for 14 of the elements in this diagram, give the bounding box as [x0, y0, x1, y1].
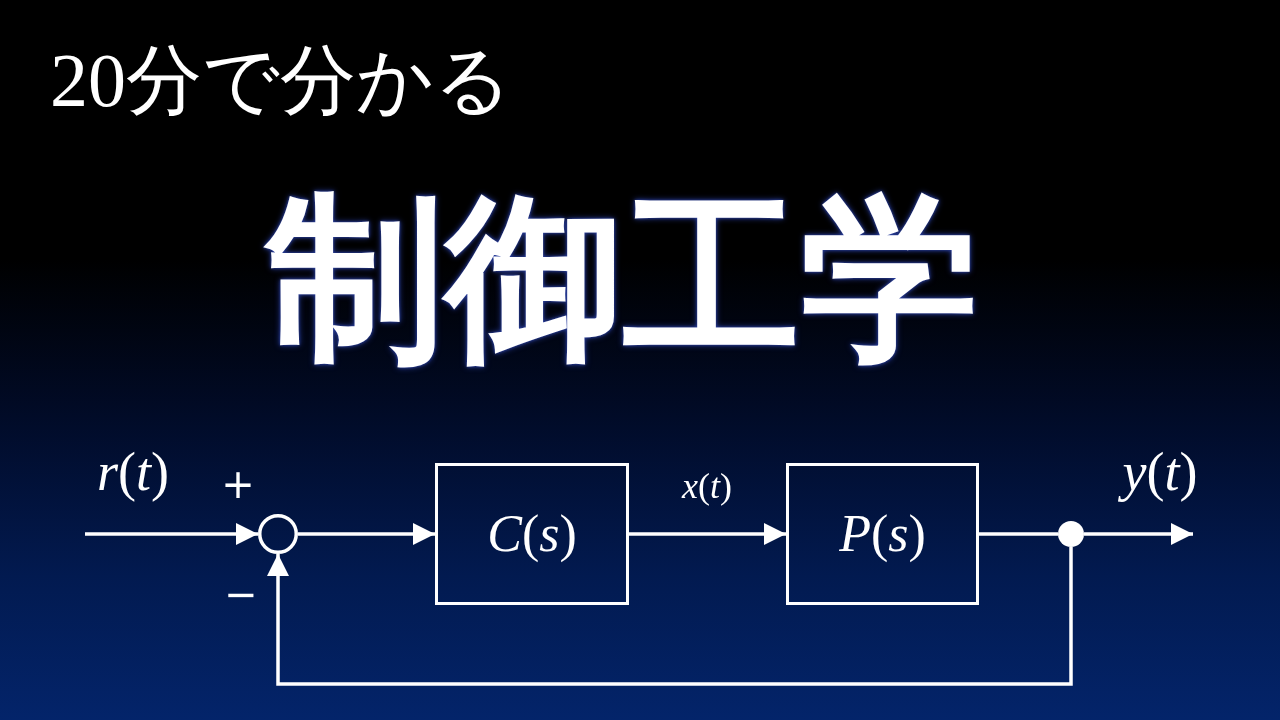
summing-junction — [258, 514, 298, 554]
signal-label: x(t) — [682, 468, 732, 504]
arrow — [1084, 523, 1193, 545]
arrow — [298, 523, 435, 545]
sign-label: − — [224, 574, 258, 614]
block-box: C(s) — [435, 463, 629, 605]
arrow — [629, 523, 786, 545]
branch-dot — [1058, 521, 1084, 547]
arrow — [85, 523, 258, 545]
subtitle: 20分で分かる — [50, 42, 512, 118]
block-box: P(s) — [786, 463, 979, 605]
connector-line — [979, 532, 1058, 536]
sign-label: + — [221, 464, 255, 504]
arrow — [267, 547, 1073, 686]
